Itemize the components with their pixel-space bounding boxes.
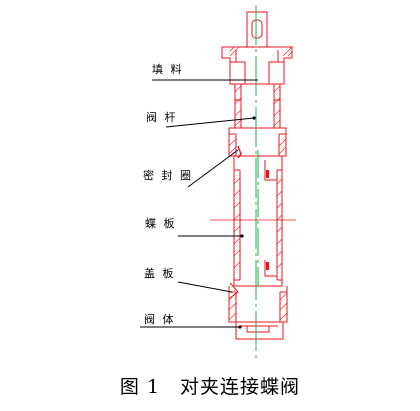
stem-slot: [251, 19, 263, 39]
label-cover-plate: 盖 板: [144, 267, 176, 280]
centerlines: [255, 5, 259, 360]
leader-lines: [140, 79, 258, 328]
label-disc: 蝶 板: [145, 217, 177, 230]
label-packing: 填 料: [152, 63, 184, 76]
figure-caption: 图 1 对夹连接蝶阀: [119, 376, 301, 398]
bolts: [266, 170, 269, 270]
label-stem: 阀 杆: [146, 111, 178, 124]
section-hatching: [228, 46, 293, 321]
seal-ring: [237, 145, 242, 159]
valve-body-outline: [221, 11, 293, 340]
leader-points: [238, 116, 256, 329]
cover-plate: [229, 282, 239, 299]
label-seal-ring: 密 封 圈: [143, 169, 193, 182]
label-body: 阀 体: [144, 313, 176, 326]
